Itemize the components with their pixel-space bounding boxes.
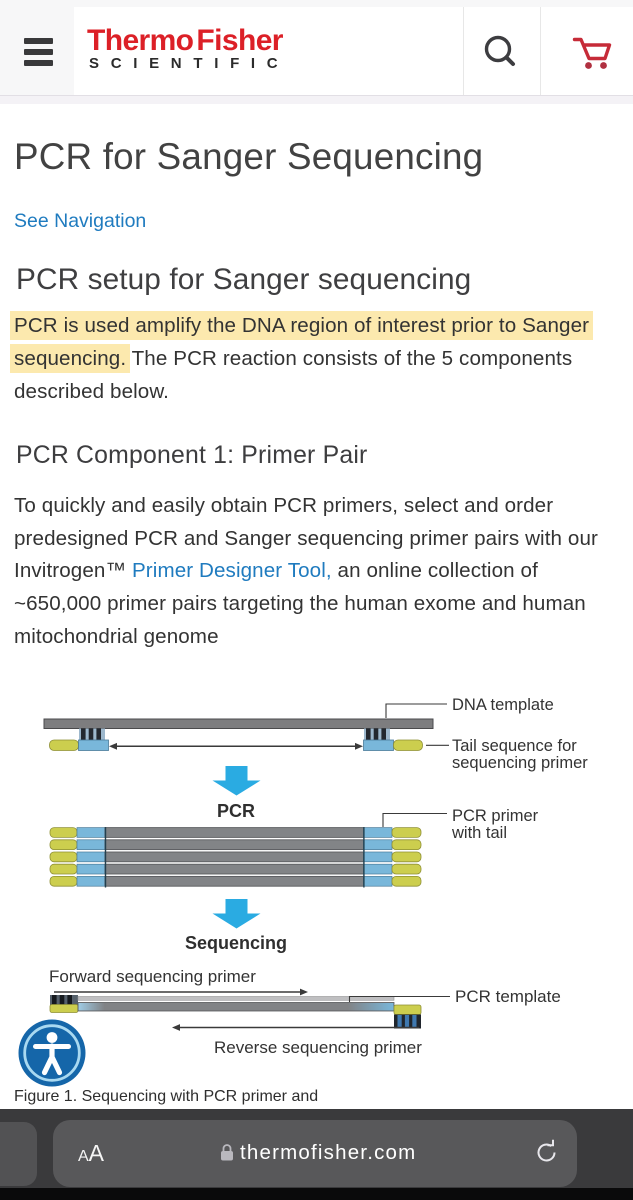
svg-text:Reverse sequencing primer: Reverse sequencing primer <box>214 1038 422 1057</box>
svg-text:Sequencing: Sequencing <box>185 933 287 953</box>
svg-text:Forward sequencing primer: Forward sequencing primer <box>49 967 256 986</box>
svg-text:DNA template: DNA template <box>452 696 554 714</box>
svg-text:Tail sequence for: Tail sequence for <box>452 737 577 755</box>
svg-text:sequencing primer: sequencing primer <box>452 754 588 772</box>
svg-text:PCR: PCR <box>217 801 255 821</box>
svg-text:PCR template: PCR template <box>455 987 561 1006</box>
svg-text:with tail: with tail <box>451 824 507 842</box>
svg-text:PCR primer: PCR primer <box>452 807 539 825</box>
